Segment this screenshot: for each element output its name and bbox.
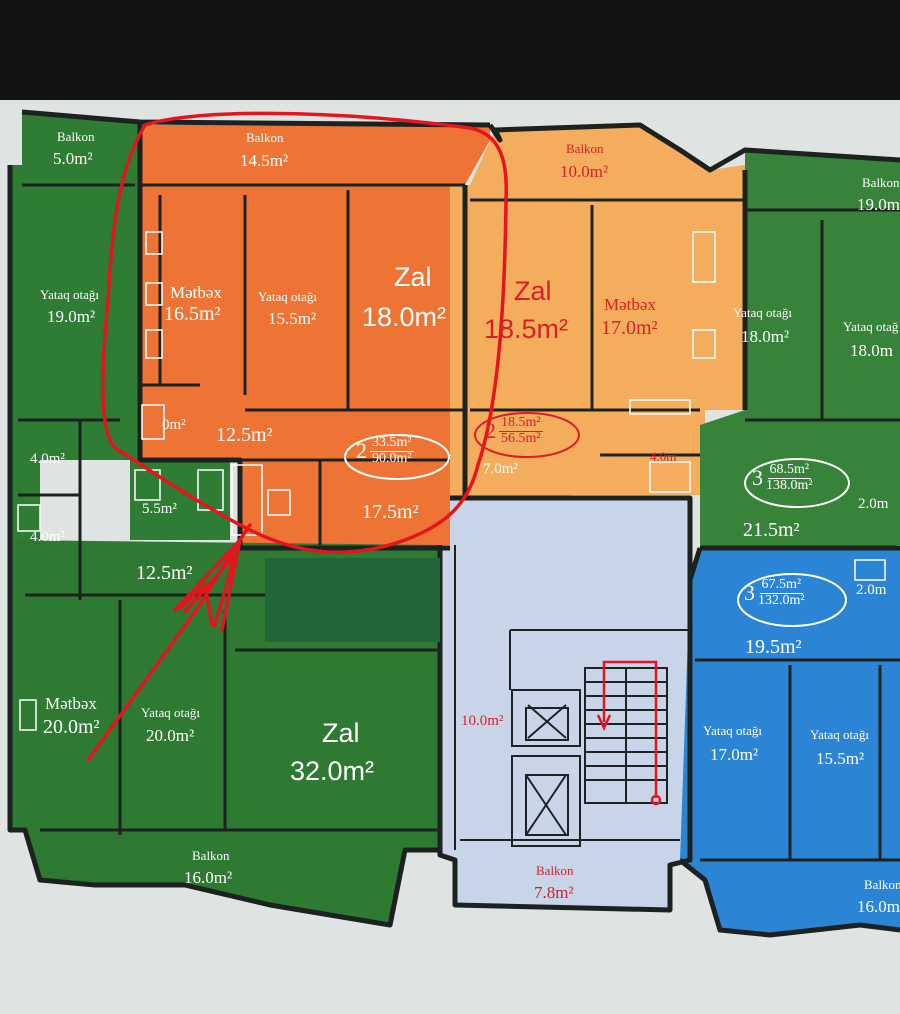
lo-metbex-area: 17.0m² <box>601 317 658 339</box>
b-small-area: 2.0m <box>856 582 887 598</box>
gr-small-area: 2.0m <box>858 496 889 512</box>
partitions <box>18 183 900 862</box>
g1-balkon-area: 5.0m² <box>53 149 93 168</box>
lo-metbex-label: Mətbəx <box>604 295 656 314</box>
gb-yataq-label: Yataq otağı <box>141 705 200 720</box>
gr-total-rooms: 3 <box>752 465 763 491</box>
b-total-rooms: 3 <box>744 580 755 606</box>
g1-area-1: 4.0m² <box>30 451 65 467</box>
o-total-full: 90.0m² <box>372 450 412 466</box>
gr-balkon-label: Balkon <box>862 175 900 190</box>
o-balkon-label: Balkon <box>246 130 284 145</box>
gr-balkon-area: 19.0m <box>857 195 900 214</box>
o-total-living: 33.5m² <box>370 435 414 452</box>
censor-block <box>265 558 440 642</box>
hand-drawn-arrow <box>86 523 252 762</box>
b-yataq1-area: 17.0m² <box>710 745 759 764</box>
o-metbex-area: 16.5m² <box>164 303 221 325</box>
apartment-green-right <box>700 150 900 560</box>
gr-total-living: 68.5m² <box>767 462 812 479</box>
lo-balkon-label: Balkon <box>566 141 604 156</box>
top-dark-band <box>0 0 900 100</box>
apartment-light-orange <box>450 125 745 500</box>
lo-balkon-area: 10.0m² <box>560 162 609 181</box>
lo-zal-label: Zal <box>514 276 552 306</box>
apartment-green-left <box>10 112 230 600</box>
gr-hall-area: 21.5m² <box>743 519 800 541</box>
o-total-rooms: 2 <box>356 438 367 464</box>
gr-yataq1-area: 18.0m² <box>741 327 790 346</box>
gr-yataq2-label: Yataq otağ <box>843 319 899 334</box>
o-zal-area: 18.0m² <box>362 302 447 332</box>
b-balkon-label: Balkon <box>864 877 900 892</box>
gr-total-full: 138.0m² <box>766 477 813 493</box>
g1-balkon-label: Balkon <box>57 129 95 144</box>
b-hall-area: 19.5m² <box>745 636 802 658</box>
gb-zal-area: 32.0m² <box>290 756 375 786</box>
lo-total-rooms: 2 <box>485 418 496 444</box>
st-area: 10.0m² <box>461 713 504 729</box>
b-yataq2-area: 15.5m² <box>816 749 865 768</box>
g1-yataq-label: Yataq otağı <box>40 287 99 302</box>
gr-yataq2-area: 18.0m <box>850 341 893 360</box>
lo-total-full: 56.5m² <box>501 430 541 446</box>
hand-drawn-highlight <box>101 111 509 555</box>
o-small-area: 5.5m² <box>142 501 177 517</box>
g1-yataq-area: 19.0m² <box>47 307 96 326</box>
gb-zal-label: Zal <box>322 718 360 748</box>
gb-metbex-label: Mətbəx <box>45 694 97 713</box>
o-hall2-area: 17.5m² <box>362 501 419 523</box>
o-balkon-area: 14.5m² <box>240 151 289 170</box>
b-yataq1-label: Yataq otağı <box>703 723 762 738</box>
lo-zal-area: 18.5m² <box>484 314 569 344</box>
b-total-living: 67.5m² <box>759 577 804 594</box>
gb-balkon-area: 16.0m² <box>184 868 233 887</box>
gb-metbex-area: 20.0m² <box>43 716 100 738</box>
o-partial-area: 0m² <box>162 417 186 433</box>
o-hall-area: 12.5m² <box>216 424 273 446</box>
o-yataq-area: 15.5m² <box>268 309 317 328</box>
gb-balkon-label: Balkon <box>192 848 230 863</box>
lo-bath-area: 4.0m <box>650 449 677 464</box>
gr-yataq1-label: Yataq otağı <box>733 305 792 320</box>
total-ellipses <box>344 412 850 627</box>
st-balkon-label: Balkon <box>536 863 574 878</box>
apartment-orange <box>140 125 490 548</box>
o-metbex-label: Mətbəx <box>170 283 222 302</box>
g1-area-2: 4.0m² <box>30 529 65 545</box>
gb-yataq-area: 20.0m² <box>146 726 195 745</box>
b-yataq2-label: Yataq otağı <box>810 727 869 742</box>
b-balkon-area: 16.0m <box>857 897 900 916</box>
gb-hall-area: 12.5m² <box>136 562 193 584</box>
lo-hall-area: 7.0m² <box>483 461 518 477</box>
evacuation-arrow <box>596 660 662 806</box>
lo-total-living: 18.5m² <box>499 415 543 432</box>
stair-core-internals <box>454 545 690 850</box>
b-total-full: 132.0m² <box>758 592 805 608</box>
o-zal-label: Zal <box>394 262 432 292</box>
o-yataq-label: Yataq otağı <box>258 289 317 304</box>
st-balkon-area: 7.8m² <box>534 883 574 902</box>
lobby-stair-core <box>440 498 690 910</box>
